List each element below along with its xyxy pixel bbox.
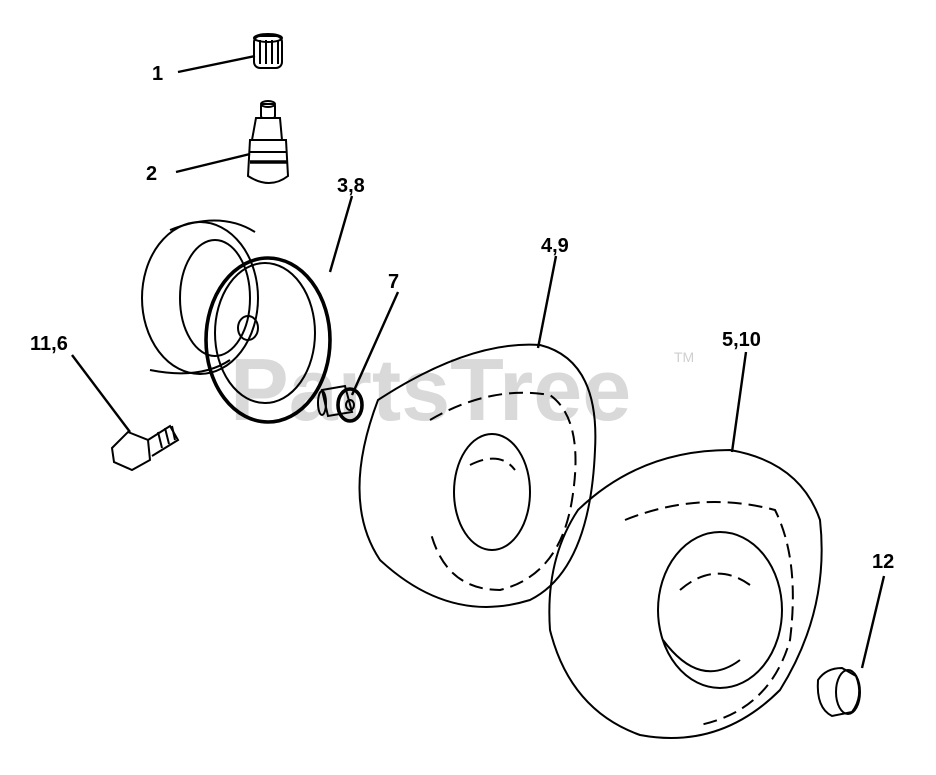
callout-12: 12: [872, 551, 894, 573]
leader-lines: [71, 54, 886, 669]
callout-2: 2: [146, 163, 157, 185]
callout-7: 7: [388, 271, 399, 293]
leader-1: [177, 54, 256, 74]
front-tire-part[interactable]: [358, 343, 597, 608]
leader-11-6: [71, 354, 131, 433]
callout-4-9: 4,9: [541, 235, 569, 257]
callout-11-6: 11,6: [30, 333, 68, 355]
leader-2: [175, 152, 251, 174]
callout-1: 1: [152, 63, 163, 85]
leader-12: [860, 575, 886, 669]
valve-cap-part[interactable]: [253, 33, 283, 69]
watermark-text: PartsTree: [230, 340, 631, 439]
leader-3-8: [328, 195, 354, 273]
bushing-part[interactable]: [317, 384, 364, 423]
valve-stem-part[interactable]: [246, 100, 290, 184]
leader-7: [350, 291, 400, 396]
callout-3-8: 3,8: [337, 175, 365, 197]
rear-tire-part[interactable]: [548, 448, 823, 739]
callout-5-10: 5,10: [722, 329, 761, 351]
bolt-part[interactable]: [110, 424, 180, 472]
end-cap-part[interactable]: [816, 666, 861, 718]
leader-5-10: [730, 351, 748, 453]
watermark-trademark: TM: [674, 349, 694, 365]
wheel-rim-part[interactable]: [141, 219, 332, 424]
leader-4-9: [536, 255, 558, 349]
